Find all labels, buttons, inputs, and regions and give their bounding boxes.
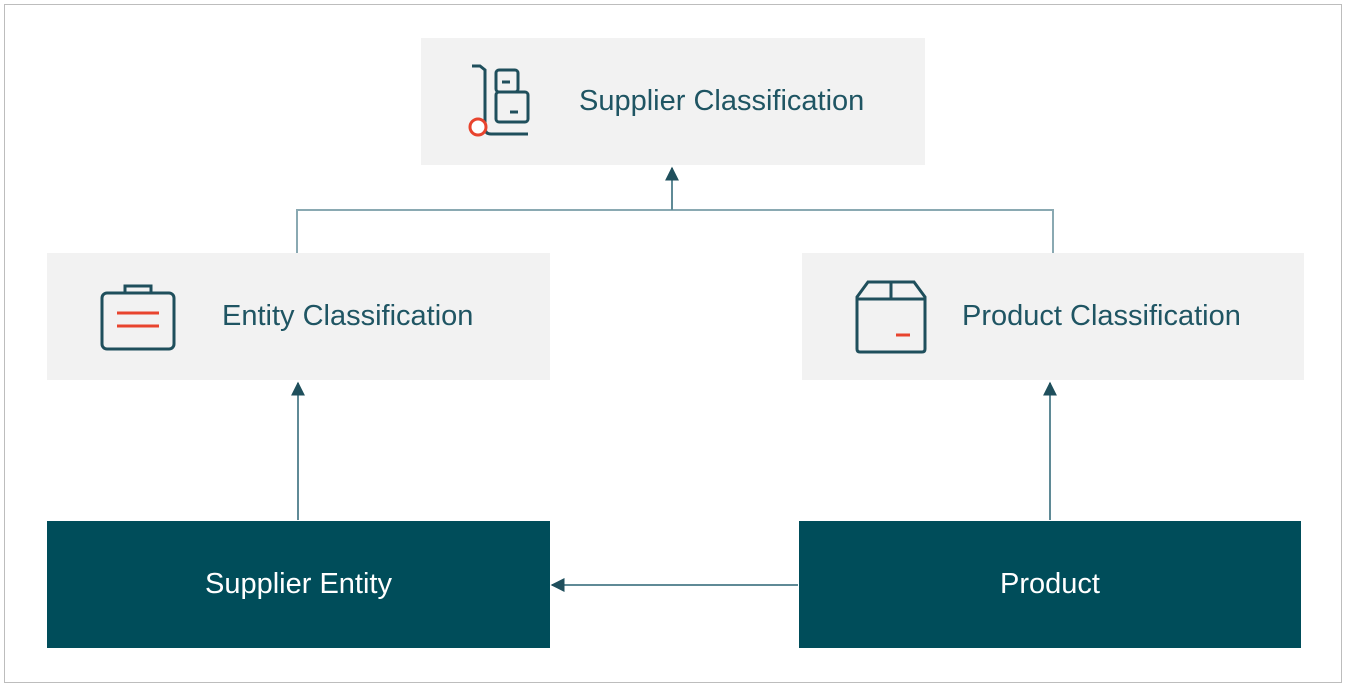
node-supplier-classification: Supplier Classification [421, 38, 925, 165]
node-entity-classification: Entity Classification [47, 253, 550, 380]
node-label-supplier-entity: Supplier Entity [205, 568, 392, 600]
node-label-supplier-classification: Supplier Classification [579, 85, 865, 117]
node-product-classification: Product Classification [802, 253, 1304, 380]
node-label-product-classification: Product Classification [962, 300, 1241, 332]
briefcase-icon [100, 284, 176, 351]
box-icon [855, 280, 927, 354]
node-product: Product [799, 521, 1301, 648]
hand-truck-icon [468, 64, 530, 137]
node-supplier-entity: Supplier Entity [47, 521, 550, 648]
connector-entity-to-supplier-classification [296, 209, 1054, 253]
node-label-product: Product [1000, 568, 1100, 600]
node-label-entity-classification: Entity Classification [222, 300, 474, 332]
